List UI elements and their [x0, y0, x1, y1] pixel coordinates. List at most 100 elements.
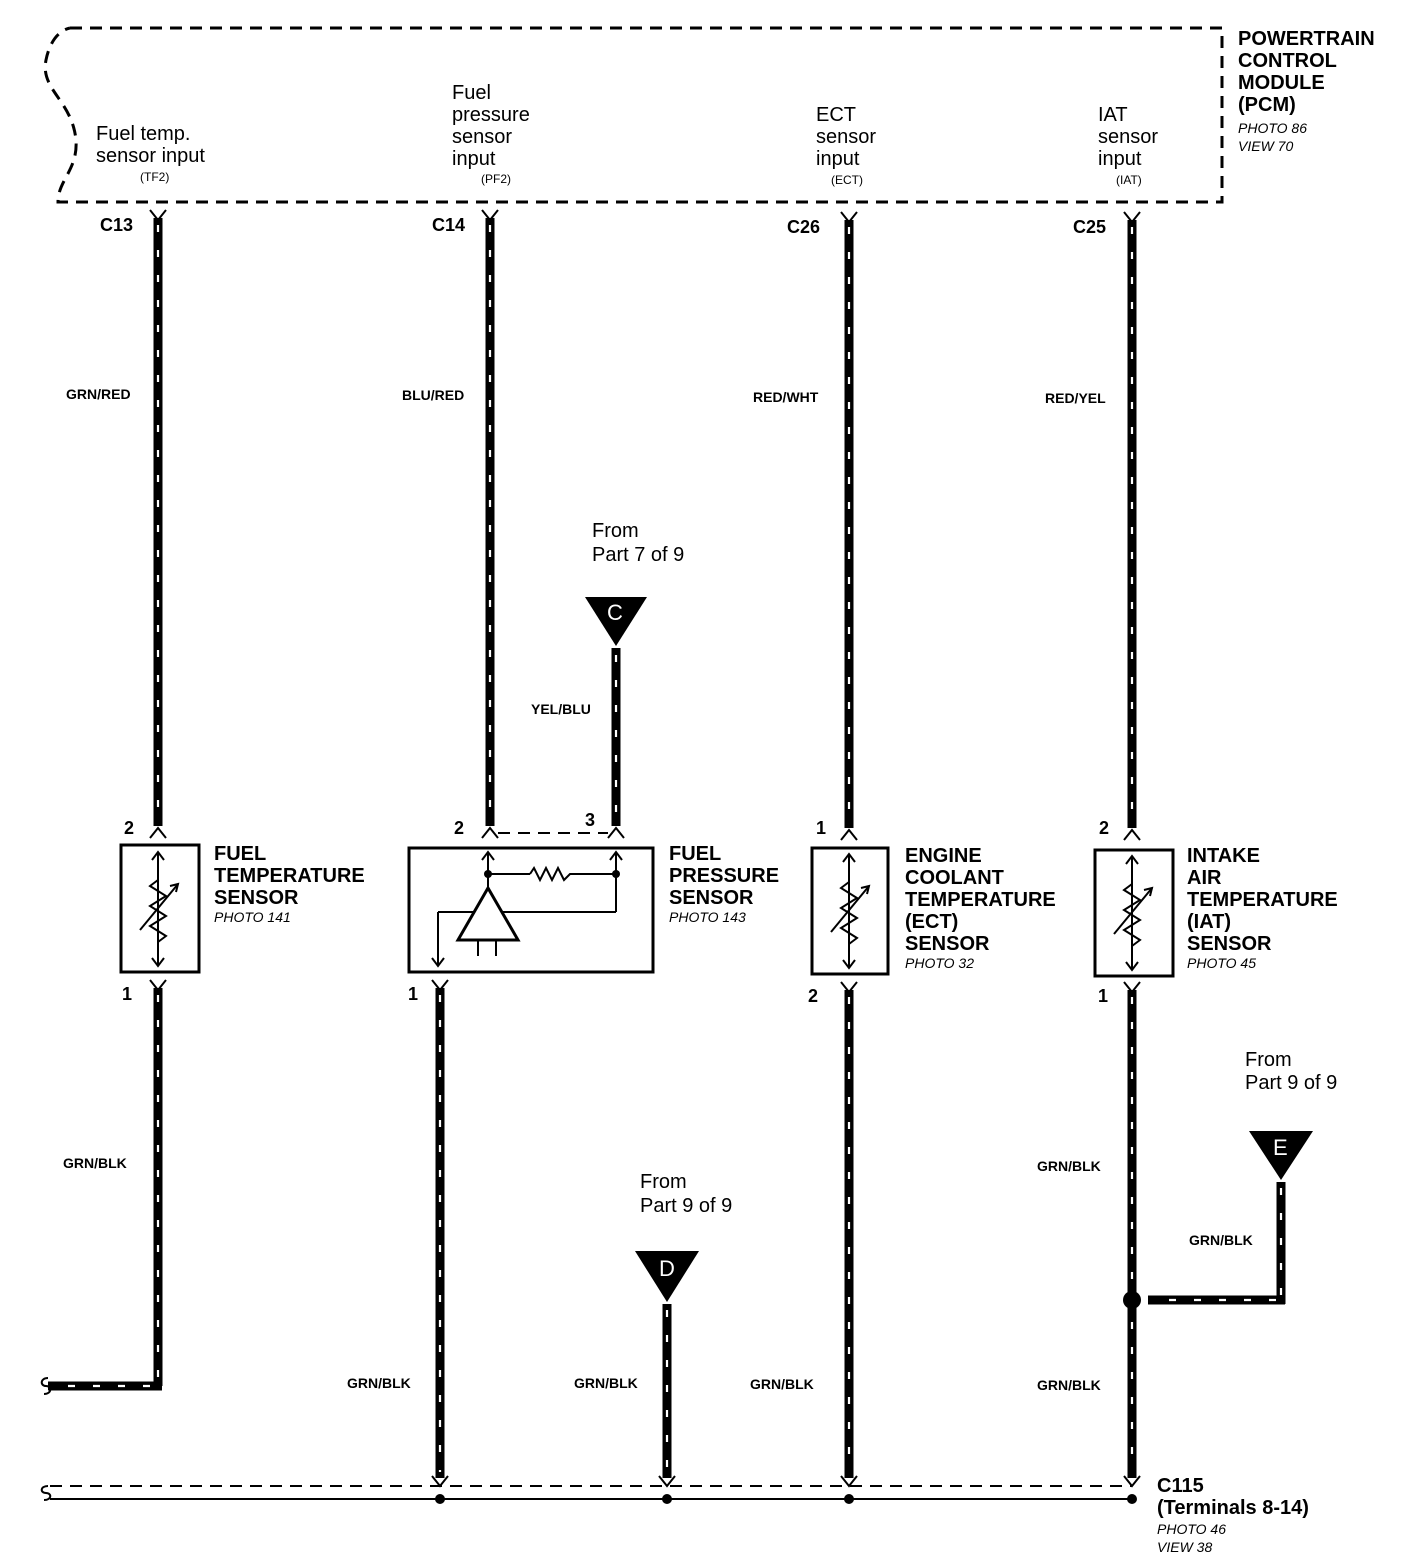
- connector-c-from-1: From: [592, 520, 639, 542]
- wire-label-sensor4-ground-lower: GRN/BLK: [1037, 1377, 1101, 1393]
- wire-label-grn-red: GRN/RED: [66, 386, 131, 402]
- input-ect-line1: ECT: [816, 104, 856, 126]
- wire-label-red-wht: RED/WHT: [753, 389, 819, 405]
- ground-connector-detail: (Terminals 8-14): [1157, 1497, 1309, 1519]
- wire-sensor1-ground: [40, 979, 167, 1395]
- sensor2-name-2: PRESSURE: [669, 865, 779, 887]
- wire-label-red-yel: RED/YEL: [1045, 390, 1106, 406]
- input-tf2-abbr: (TF2): [140, 170, 169, 184]
- input-pf2-line4: input: [452, 148, 496, 170]
- sensor3-name-1: ENGINE: [905, 845, 982, 867]
- sensor1-name-2: TEMPERATURE: [214, 865, 365, 887]
- input-ect-line2: sensor: [816, 126, 876, 148]
- connector-e-triangle: [1249, 1131, 1313, 1180]
- wire-sensor2-ground: [431, 979, 449, 1488]
- connector-c-triangle: [585, 597, 647, 646]
- input-pf2-line1: Fuel: [452, 82, 491, 104]
- sensor4-name-3: TEMPERATURE: [1187, 889, 1338, 911]
- connector-e-from-1: From: [1245, 1049, 1292, 1071]
- input-iat-line2: sensor: [1098, 126, 1158, 148]
- sensor1-pin-top: 2: [124, 818, 134, 838]
- sensor2-name-1: FUEL: [669, 843, 721, 865]
- pcm-title-1: POWERTRAIN: [1238, 28, 1375, 50]
- sensor2-pin-top2: 3: [585, 810, 595, 830]
- sensor3-photo: PHOTO 32: [905, 955, 974, 971]
- wire-connector-d: [658, 1304, 676, 1488]
- wire-label-sensor1-ground: GRN/BLK: [63, 1155, 127, 1171]
- sensor2-photo: PHOTO 143: [669, 909, 746, 925]
- wire-label-yel-blu: YEL/BLU: [531, 701, 591, 717]
- sensor3-pin-bottom: 2: [808, 986, 818, 1006]
- sensor4-pin-top: 2: [1099, 818, 1109, 838]
- input-pf2-line2: pressure: [452, 104, 530, 126]
- input-tf2-line1: Fuel temp.: [96, 123, 190, 145]
- input-ect-line3: input: [816, 148, 860, 170]
- wire-connector-e: [1148, 1182, 1286, 1305]
- wire-blu-red: [481, 209, 499, 839]
- wire-grn-red: [149, 209, 167, 839]
- wire-label-blu-red: BLU/RED: [402, 387, 464, 403]
- pcm-boundary: [43, 26, 1224, 204]
- sensor2-pin-bottom: 1: [408, 984, 418, 1004]
- sensor1-pin-bottom: 1: [122, 984, 132, 1004]
- pcm-photo: PHOTO 86: [1238, 120, 1307, 136]
- fuel-pressure-sensor-symbol: [407, 846, 655, 974]
- pcm-title-4: (PCM): [1238, 94, 1296, 116]
- wire-yel-blu: [607, 648, 625, 839]
- connector-d-from-1: From: [640, 1171, 687, 1193]
- sensor4-name-5: SENSOR: [1187, 933, 1272, 955]
- sensor3-name-4: (ECT): [905, 911, 958, 933]
- ground-bus: [40, 1485, 1137, 1504]
- pin-c13: C13: [100, 215, 133, 235]
- sensor1-name-1: FUEL: [214, 843, 266, 865]
- wire-label-sensor4-ground-upper: GRN/BLK: [1037, 1158, 1101, 1174]
- ground-connector-photo: PHOTO 46: [1157, 1521, 1226, 1537]
- connector-d-from-2: Part 9 of 9: [640, 1195, 732, 1217]
- iat-sensor-symbol: [1093, 848, 1175, 978]
- sensor3-name-3: TEMPERATURE: [905, 889, 1056, 911]
- sensor4-name-2: AIR: [1187, 867, 1222, 889]
- wire-label-connector-d: GRN/BLK: [574, 1375, 638, 1391]
- connector-c-from-2: Part 7 of 9: [592, 544, 684, 566]
- wire-label-connector-e: GRN/BLK: [1189, 1232, 1253, 1248]
- splice-point: [1123, 1291, 1141, 1309]
- sensor3-pin-top: 1: [816, 818, 826, 838]
- connector-d-letter: D: [659, 1256, 675, 1281]
- sensor3-name-5: SENSOR: [905, 933, 990, 955]
- ground-connector-view: VIEW 38: [1157, 1539, 1212, 1555]
- input-pf2-line3: sensor: [452, 126, 512, 148]
- ground-connector-name: C115: [1157, 1475, 1204, 1497]
- wire-red-wht: [840, 211, 858, 841]
- fuel-temperature-sensor-symbol: [119, 843, 201, 974]
- sensor1-name-3: SENSOR: [214, 887, 299, 909]
- sensor4-pin-bottom: 1: [1098, 986, 1108, 1006]
- sensor4-name-1: INTAKE: [1187, 845, 1260, 867]
- sensor2-name-3: SENSOR: [669, 887, 754, 909]
- connector-e-from-2: Part 9 of 9: [1245, 1072, 1337, 1094]
- sensor2-pin-top: 2: [454, 818, 464, 838]
- connector-d-triangle: [635, 1251, 699, 1302]
- sensor4-photo: PHOTO 45: [1187, 955, 1256, 971]
- pcm-title-2: CONTROL: [1238, 50, 1337, 72]
- sensor1-photo: PHOTO 141: [214, 909, 291, 925]
- sensor4-name-4: (IAT): [1187, 911, 1231, 933]
- input-tf2-line2: sensor input: [96, 145, 205, 167]
- pcm-title-3: MODULE: [1238, 72, 1325, 94]
- pin-c26: C26: [787, 217, 820, 237]
- sensor3-name-2: COOLANT: [905, 867, 1004, 889]
- input-ect-abbr: (ECT): [831, 173, 863, 187]
- wire-label-sensor3-ground: GRN/BLK: [750, 1376, 814, 1392]
- input-iat-line3: input: [1098, 148, 1142, 170]
- input-pf2-abbr: (PF2): [481, 172, 511, 186]
- wire-sensor3-ground: [840, 981, 858, 1488]
- pcm-view: VIEW 70: [1238, 138, 1293, 154]
- connector-e-letter: E: [1273, 1135, 1288, 1160]
- input-iat-abbr: (IAT): [1116, 173, 1142, 187]
- pin-c14: C14: [432, 215, 465, 235]
- wire-red-yel: [1123, 211, 1141, 841]
- input-iat-line1: IAT: [1098, 104, 1128, 126]
- connector-c-letter: C: [607, 600, 623, 625]
- ect-sensor-symbol: [810, 846, 890, 976]
- wire-label-sensor2-ground: GRN/BLK: [347, 1375, 411, 1391]
